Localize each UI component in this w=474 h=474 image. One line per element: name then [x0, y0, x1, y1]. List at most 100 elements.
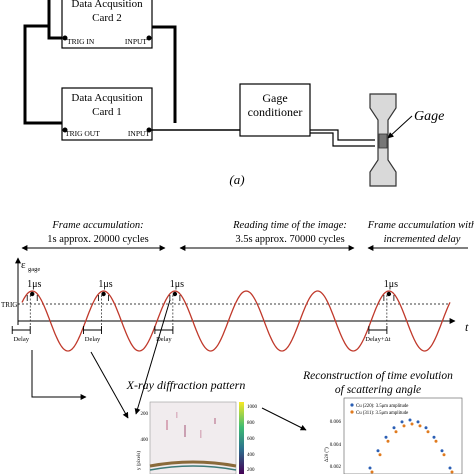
recon-ytick: 0.004: [330, 443, 342, 448]
reconstruction-point: [442, 453, 446, 457]
pulse-bracket: [383, 295, 395, 301]
reconstruction-point: [378, 453, 382, 457]
signal-t-label: t: [465, 320, 469, 334]
reconstruction-title-line1: Reconstruction of time evolution: [302, 370, 453, 382]
reconstruction-point: [392, 426, 396, 430]
reconstruction-point: [370, 470, 374, 474]
reconstruction-point: [384, 435, 388, 439]
diffraction-ring: [149, 460, 237, 468]
colorbar-tick: 400: [247, 453, 255, 458]
phase-annotations: Frame accumulation: 1s approx. 20000 cyc…: [21, 220, 474, 251]
gage-conditioner-box: [239, 83, 311, 137]
wire-trig: [23, 24, 62, 125]
xrd-ytick: 200: [141, 412, 149, 417]
reconstruction-point: [400, 420, 404, 424]
reconstruction-point: [376, 449, 380, 453]
delay-to-frame-links: [31, 299, 171, 419]
phase3-line1: Frame accumulation with: [367, 220, 474, 231]
xrd-speck: [184, 425, 186, 437]
pulse-label: 1μs: [98, 279, 112, 290]
phase1-line2: 1s approx. 20000 cycles: [47, 234, 148, 245]
xrd-colorbar: [239, 402, 244, 474]
phase1-line1: Frame accumulation:: [51, 220, 143, 231]
link-delay1: [31, 350, 87, 400]
legend-label-311: Cu (311): 3.5μm amplitude: [356, 411, 408, 416]
gage-conditioner-line2: conditioner: [248, 105, 303, 119]
xrd-title: X-ray diffraction pattern: [126, 378, 246, 392]
xrd-speckles: [166, 412, 216, 438]
reconstruction-point: [448, 466, 452, 470]
reconstruction-point: [394, 430, 398, 434]
link-delay3: [134, 299, 171, 415]
recon-ylabel: Δ2θ (°): [325, 447, 330, 462]
peak-dot: [172, 291, 178, 297]
diffraction-ring-2: [149, 465, 237, 471]
peak-dot: [386, 291, 392, 297]
signal-y-label-main: ε: [21, 259, 26, 271]
card1-trig-port: [62, 127, 68, 133]
legend-marker-311: [350, 410, 354, 414]
reconstruction-point: [402, 424, 406, 428]
card2-trig-label: TRIG IN: [67, 37, 95, 46]
delay-label: Delay+Δt: [365, 336, 390, 343]
xrd-panel: X-ray diffraction pattern 200 400 y (pix…: [126, 378, 258, 474]
reconstruction-point: [416, 420, 420, 424]
card2-subtitle: Card 2: [92, 12, 122, 24]
card2-input-label: INPUT: [125, 37, 148, 46]
card1-input-port: [146, 127, 152, 133]
strain-gage: [378, 133, 388, 149]
phase3-line2: incremented delay: [384, 234, 461, 245]
xrd-speck: [214, 418, 216, 424]
reconstruction-point: [426, 430, 430, 434]
card1-input-label: INPUT: [128, 129, 151, 138]
colorbar-tick: 600: [247, 437, 255, 442]
reconstruction-point: [410, 422, 414, 426]
reconstruction-point: [424, 426, 428, 430]
colorbar-tick: 200: [247, 468, 255, 473]
pulse-bracket: [98, 295, 109, 301]
card2-input-port: [146, 35, 152, 41]
wire-conditioner-gage-2: [310, 132, 375, 147]
reconstruction-point: [440, 449, 444, 453]
phase2-line1: Reading time of the image:: [232, 220, 347, 231]
block-diagram: Data Acqusition Card 2 TRIG IN INPUT Dat…: [23, 0, 444, 187]
wire-conditioner-gage: [310, 129, 375, 141]
pulse-label: 1μs: [170, 279, 184, 290]
link-delay2: [90, 351, 129, 419]
reconstruction-point: [450, 470, 454, 474]
frame-to-reconstruction-arrow: [261, 407, 307, 431]
card1-box: [61, 87, 153, 141]
trig-level-label: TRIG: [1, 301, 17, 309]
reconstruction-point: [408, 418, 412, 422]
delay-label: Delay: [13, 336, 29, 343]
xrd-speck: [200, 430, 202, 438]
signal-y-label-sub: gage: [28, 266, 40, 273]
xrd-speck: [166, 420, 168, 430]
peak-dot: [101, 291, 106, 297]
pulse-label: 1μs: [27, 279, 41, 290]
legend-marker-220: [350, 403, 354, 407]
card2-title: Data Acqusition: [71, 0, 143, 10]
reconstruction-point: [434, 439, 438, 443]
strain-signal-curve: [21, 290, 451, 352]
xrd-speck: [176, 412, 178, 418]
reconstruction-panel: Reconstruction of time evolution of scat…: [302, 370, 463, 474]
signal-plot: ε gage t TRIG 1μsDelay1μsDelay1μsDelay1μ…: [1, 257, 469, 352]
reconstruction-point: [368, 466, 372, 470]
gage-label: Gage: [414, 109, 444, 124]
reconstruction-point: [418, 424, 422, 428]
xrd-ylabel: y (pixels): [137, 451, 142, 470]
recon-ytick: 0.002: [330, 465, 342, 470]
card2-box: [61, 0, 153, 49]
recon-ytick: 0.006: [330, 420, 342, 425]
reconstruction-point: [386, 439, 390, 443]
wire-top: [47, 0, 62, 40]
card1-trig-label: TRIG OUT: [65, 129, 100, 138]
card1-title: Data Acqusition: [71, 92, 143, 104]
